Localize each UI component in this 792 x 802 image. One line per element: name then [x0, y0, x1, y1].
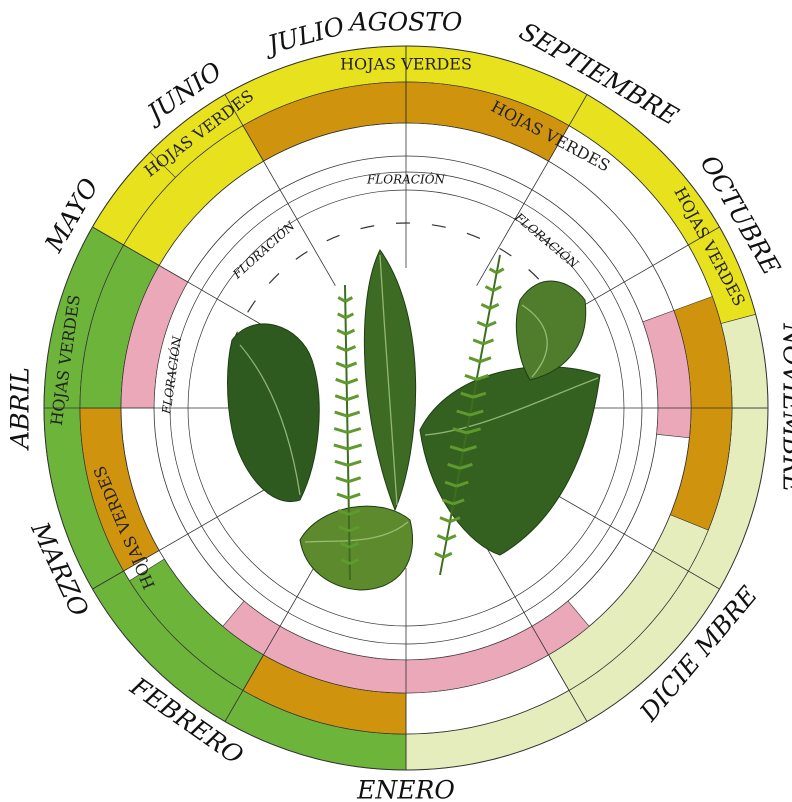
month-label-enero: ENERO: [356, 776, 455, 802]
month-label-noviembre: NOVIEMBRE: [778, 322, 792, 492]
month-label-abril: ABRIL: [6, 367, 35, 451]
flowering-label-floracion-agosto: FLORACIÓN: [366, 171, 446, 187]
month-label-agosto: AGOSTO: [348, 8, 463, 37]
band-label-hojas-verdes-julio: HOJAS VERDES: [340, 55, 472, 74]
